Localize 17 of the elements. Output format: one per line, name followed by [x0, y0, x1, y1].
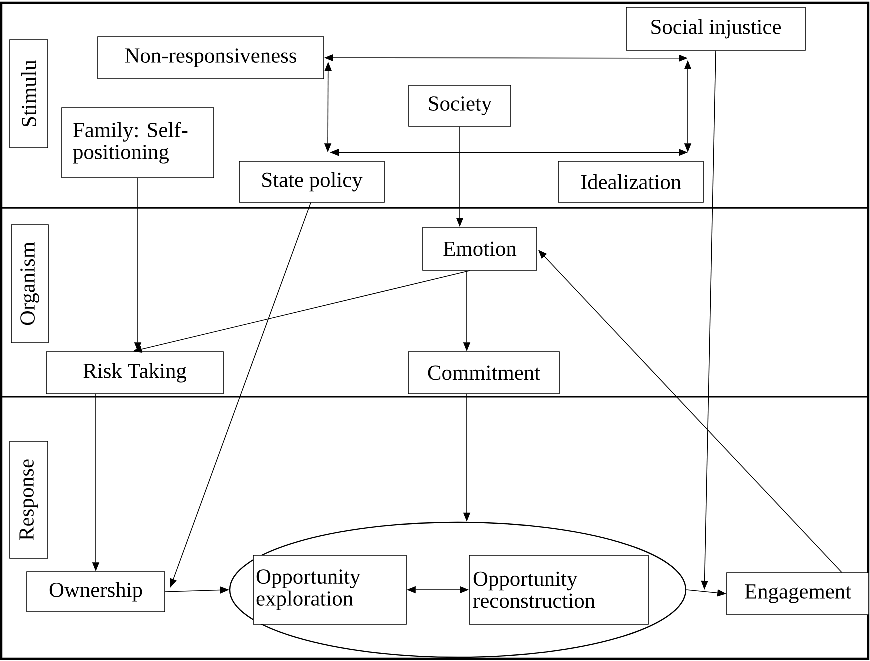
process-box: Engagement	[726, 572, 870, 616]
process-box: Society	[408, 85, 512, 127]
process-box: Social injustice	[626, 7, 806, 51]
process-box: Opportunity reconstruction	[469, 555, 649, 625]
process-box: Idealization	[558, 161, 704, 203]
process-box: Family: Self-positioning	[62, 108, 214, 178]
ellipse	[229, 522, 687, 658]
process-box: Non-responsiveness	[98, 36, 324, 80]
process-box: Opportunity exploration	[253, 555, 407, 625]
process-box: Ownership	[26, 572, 166, 612]
process-box: Emotion	[422, 227, 538, 271]
process-box: Risk Taking	[46, 352, 224, 394]
process-box: Commitment	[408, 352, 560, 394]
process-box: State policy	[239, 161, 385, 203]
lane-label: Organism	[11, 224, 49, 344]
lane-label: Stimulu	[10, 40, 48, 148]
lane-label: Response	[10, 441, 48, 559]
